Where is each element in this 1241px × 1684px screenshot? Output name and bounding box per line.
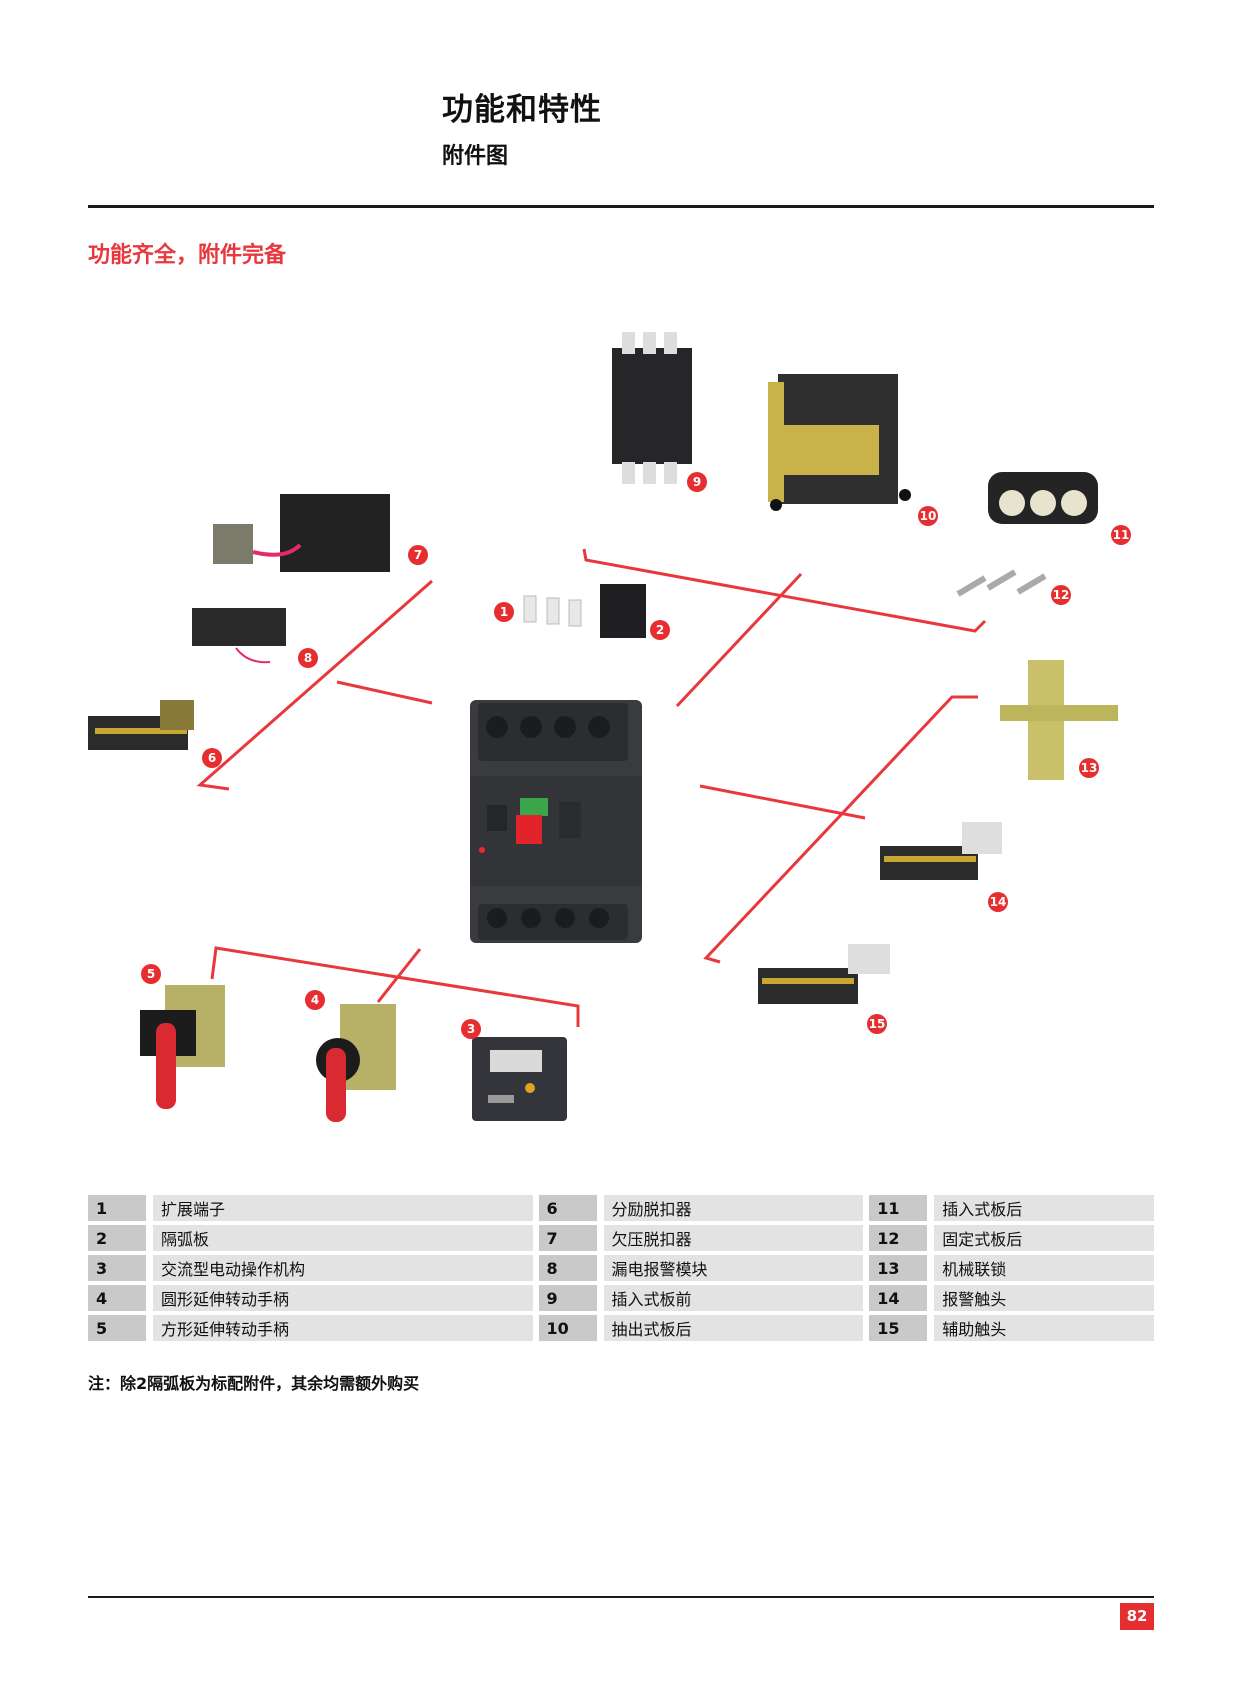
part-name: 交流型电动操作机构	[153, 1255, 533, 1281]
callout-badge-2: 2	[650, 620, 670, 640]
footnote: 注：除2隔弧板为标配附件，其余均需额外购买	[88, 1374, 420, 1393]
callout-badge-3: 3	[461, 1019, 481, 1039]
callout-number: 3	[467, 1022, 475, 1036]
table-row: 1 扩展端子 6 分励脱扣器 11 插入式板后	[88, 1195, 1154, 1221]
part-number: 10	[538, 1315, 597, 1341]
callout-number: 13	[1081, 761, 1098, 775]
part-9-plugin-front	[612, 332, 692, 484]
part-12-fixed-rear	[956, 569, 1047, 597]
part-number: 5	[88, 1315, 146, 1341]
callout-badge-6: 6	[202, 748, 222, 768]
callout-number: 2	[656, 623, 664, 637]
callout-number: 9	[693, 475, 701, 489]
footer-divider	[88, 1596, 1154, 1598]
part-number: 11	[869, 1195, 928, 1221]
part-6-shunt-release	[88, 700, 194, 750]
part-name: 报警触头	[934, 1285, 1154, 1311]
part-number: 6	[538, 1195, 597, 1221]
part-number: 14	[869, 1285, 928, 1311]
connector-left-to-breaker	[336, 680, 433, 705]
callout-number: 15	[869, 1017, 886, 1031]
part-name: 辅助触头	[934, 1315, 1154, 1341]
parts-table: 1 扩展端子 6 分励脱扣器 11 插入式板后 2 隔弧板 7 欠压脱扣器 12…	[88, 1191, 1154, 1345]
part-name: 漏电报警模块	[603, 1255, 864, 1281]
part-3-motor-operator	[472, 1037, 567, 1121]
page-subtitle: 附件图	[442, 144, 509, 169]
part-8-leakage-alarm	[192, 608, 286, 664]
callout-badge-15: 15	[867, 1014, 887, 1034]
part-4-round-handle	[316, 1004, 396, 1122]
callout-number: 10	[920, 509, 937, 523]
part-number: 9	[538, 1285, 597, 1311]
table-row: 4 圆形延伸转动手柄 9 插入式板前 14 报警触头	[88, 1285, 1154, 1311]
callout-badge-13: 13	[1079, 758, 1099, 778]
part-name: 隔弧板	[153, 1225, 533, 1251]
callout-badge-8: 8	[298, 648, 318, 668]
page-title: 功能和特性	[442, 92, 602, 128]
part-number: 2	[88, 1225, 146, 1251]
header-divider	[88, 205, 1154, 208]
part-name: 扩展端子	[153, 1195, 533, 1221]
callout-badge-12: 12	[1051, 585, 1071, 605]
callout-number: 14	[990, 895, 1007, 909]
part-number: 7	[538, 1225, 597, 1251]
part-14-alarm-contact	[880, 822, 1002, 880]
callout-badge-10: 10	[918, 506, 938, 526]
table-row: 5 方形延伸转动手柄 10 抽出式板后 15 辅助触头	[88, 1315, 1154, 1341]
connector-bottom-to-breaker	[376, 948, 422, 1003]
page-number: 82	[1120, 1603, 1154, 1630]
part-7-undervoltage-release	[213, 494, 390, 572]
part-number: 8	[538, 1255, 597, 1281]
callout-number: 7	[414, 548, 422, 562]
part-name: 插入式板前	[603, 1285, 864, 1311]
part-1-expansion-terminals	[523, 595, 582, 627]
part-name: 抽出式板后	[603, 1315, 864, 1341]
part-name: 机械联锁	[934, 1255, 1154, 1281]
part-name: 方形延伸转动手柄	[153, 1315, 533, 1341]
part-name: 固定式板后	[934, 1225, 1154, 1251]
part-number: 3	[88, 1255, 146, 1281]
section-tagline: 功能齐全，附件完备	[88, 243, 287, 268]
part-number: 4	[88, 1285, 146, 1311]
connector-lines	[196, 548, 987, 1027]
callout-badge-5: 5	[141, 964, 161, 984]
part-number: 12	[869, 1225, 928, 1251]
part-5-square-handle	[140, 985, 225, 1109]
callout-badge-4: 4	[305, 990, 325, 1010]
part-name: 分励脱扣器	[603, 1195, 864, 1221]
table-row: 3 交流型电动操作机构 8 漏电报警模块 13 机械联锁	[88, 1255, 1154, 1281]
part-13-mechanical-interlock	[1000, 660, 1118, 780]
connector-left-diagonal	[196, 579, 433, 791]
connector-right-to-breaker	[699, 784, 866, 820]
part-15-auxiliary-contact	[758, 944, 890, 1004]
part-name: 插入式板后	[934, 1195, 1154, 1221]
connector-top-to-breaker	[675, 572, 803, 708]
part-number: 15	[869, 1315, 928, 1341]
callout-number: 5	[147, 967, 155, 981]
callout-number: 4	[311, 993, 319, 1007]
callout-number: 1	[500, 605, 508, 619]
callout-number: 11	[1113, 528, 1130, 542]
callout-badge-9: 9	[687, 472, 707, 492]
part-2-arc-plate	[600, 584, 646, 638]
callout-badge-1: 1	[494, 602, 514, 622]
table-row: 2 隔弧板 7 欠压脱扣器 12 固定式板后	[88, 1225, 1154, 1251]
connector-right-diagonal	[703, 695, 978, 964]
callout-badge-7: 7	[408, 545, 428, 565]
callout-badge-14: 14	[988, 892, 1008, 912]
part-number: 13	[869, 1255, 928, 1281]
part-number: 1	[88, 1195, 146, 1221]
callout-badge-11: 11	[1111, 525, 1131, 545]
callout-number: 6	[208, 751, 216, 765]
callout-number: 8	[304, 651, 312, 665]
part-name: 圆形延伸转动手柄	[153, 1285, 533, 1311]
callout-number: 12	[1053, 588, 1070, 602]
main-breaker	[470, 700, 642, 943]
part-10-drawout-rear	[768, 374, 911, 511]
part-name: 欠压脱扣器	[603, 1225, 864, 1251]
part-11-plugin-rear	[988, 472, 1098, 524]
